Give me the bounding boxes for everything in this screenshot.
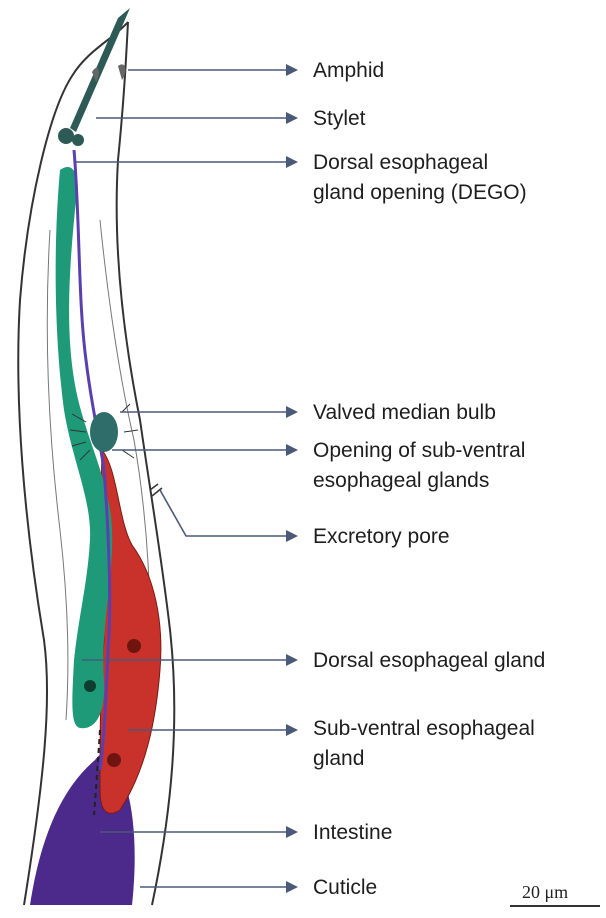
label-svg-opening-line2: esophageal glands [313, 468, 489, 494]
label-dorsal-gland: Dorsal esophageal gland [313, 648, 545, 674]
label-dego-line1: Dorsal esophageal [313, 150, 488, 176]
label-amphid: Amphid [313, 58, 384, 84]
label-dego-line2: gland opening (DEGO) [313, 180, 527, 206]
stylet-knob [72, 134, 84, 146]
dorsal-gland-nucleus [84, 680, 96, 692]
subventral-gland-nucleus [107, 753, 121, 767]
label-svg-opening-line1: Opening of sub-ventral [313, 438, 525, 464]
scale-bar-label: 20 μm [522, 882, 568, 903]
subventral-gland-nucleus [127, 639, 141, 653]
label-subventral-line2: gland [313, 746, 364, 772]
label-median-bulb: Valved median bulb [313, 400, 496, 426]
label-subventral-line1: Sub-ventral esophageal [313, 716, 535, 742]
label-stylet: Stylet [313, 106, 366, 132]
median-bulb-shape [90, 412, 118, 452]
stylet-knob [58, 128, 74, 144]
label-excretory-pore: Excretory pore [313, 524, 450, 550]
arrow-excretory-pore [160, 490, 296, 536]
label-cuticle: Cuticle [313, 875, 377, 901]
label-intestine: Intestine [313, 820, 392, 846]
